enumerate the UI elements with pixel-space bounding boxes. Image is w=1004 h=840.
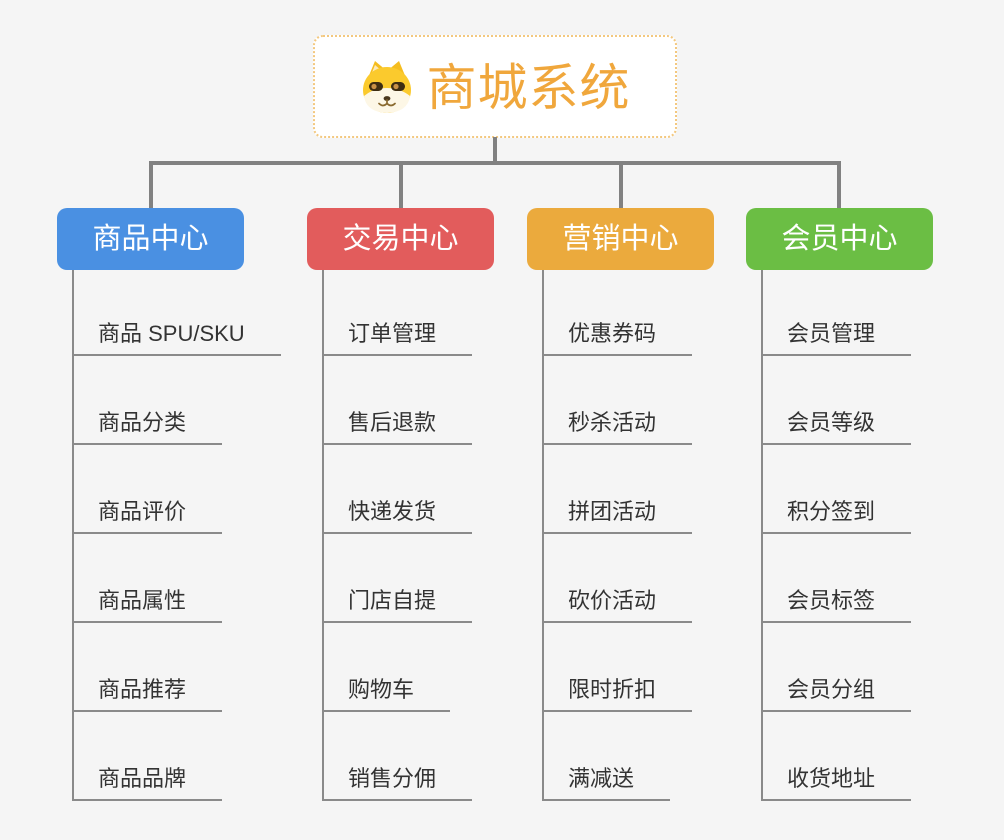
child-topic[interactable]: 会员分组 (761, 676, 912, 712)
child-topic[interactable]: 购物车 (322, 676, 451, 712)
root-node[interactable]: 商城系统 (313, 35, 677, 138)
child-topic[interactable]: 售后退款 (322, 409, 473, 445)
child-topic[interactable]: 会员标签 (761, 587, 912, 623)
child-topic[interactable]: 积分签到 (761, 498, 912, 534)
child-topic[interactable]: 满减送 (542, 765, 671, 801)
branch-node-member-center[interactable]: 会员中心 (746, 208, 933, 270)
child-topic[interactable]: 拼团活动 (542, 498, 693, 534)
connector-horizontal-bar (149, 161, 841, 165)
branch-member-center: 会员中心 会员管理 会员等级 积分签到 会员标签 会员分组 收货地址 (746, 208, 933, 808)
child-topic[interactable]: 优惠券码 (542, 320, 693, 356)
child-topic[interactable]: 商品评价 (72, 498, 223, 534)
branch-trunk-line (761, 270, 763, 801)
child-topic[interactable]: 商品 SPU/SKU (72, 320, 281, 356)
branch-marketing-center: 营销中心 优惠券码 秒杀活动 拼团活动 砍价活动 限时折扣 满减送 (527, 208, 714, 808)
branch-node-product-center[interactable]: 商品中心 (57, 208, 244, 270)
child-topic[interactable]: 秒杀活动 (542, 409, 693, 445)
child-topic[interactable]: 订单管理 (322, 320, 473, 356)
branch-trunk-line (322, 270, 324, 801)
connector-drop-product (149, 161, 153, 209)
connector-root-stem (493, 137, 497, 163)
child-topic[interactable]: 快递发货 (322, 498, 473, 534)
branch-trunk-line (542, 270, 544, 801)
shiba-dog-icon (362, 60, 411, 113)
branch-trunk-line (72, 270, 74, 801)
child-topic[interactable]: 限时折扣 (542, 676, 693, 712)
root-title: 商城系统 (426, 59, 631, 116)
child-topic[interactable]: 砍价活动 (542, 587, 693, 623)
child-topic[interactable]: 门店自提 (322, 587, 473, 623)
connector-drop-marketing (619, 161, 623, 209)
branch-product-center: 商品中心 商品 SPU/SKU 商品分类 商品评价 商品属性 商品推荐 商品品牌 (57, 208, 281, 808)
branch-node-trade-center[interactable]: 交易中心 (307, 208, 494, 270)
child-topic[interactable]: 商品分类 (72, 409, 223, 445)
child-topic[interactable]: 商品品牌 (72, 765, 223, 801)
child-topic[interactable]: 收货地址 (761, 765, 912, 801)
child-topic[interactable]: 销售分佣 (322, 765, 473, 801)
connector-drop-trade (399, 161, 403, 209)
child-topic[interactable]: 商品属性 (72, 587, 223, 623)
branch-trade-center: 交易中心 订单管理 售后退款 快递发货 门店自提 购物车 销售分佣 (307, 208, 494, 808)
child-topic[interactable]: 商品推荐 (72, 676, 223, 712)
branch-node-marketing-center[interactable]: 营销中心 (527, 208, 714, 270)
child-topic[interactable]: 会员等级 (761, 409, 912, 445)
connector-drop-member (837, 161, 841, 209)
child-topic[interactable]: 会员管理 (761, 320, 912, 356)
